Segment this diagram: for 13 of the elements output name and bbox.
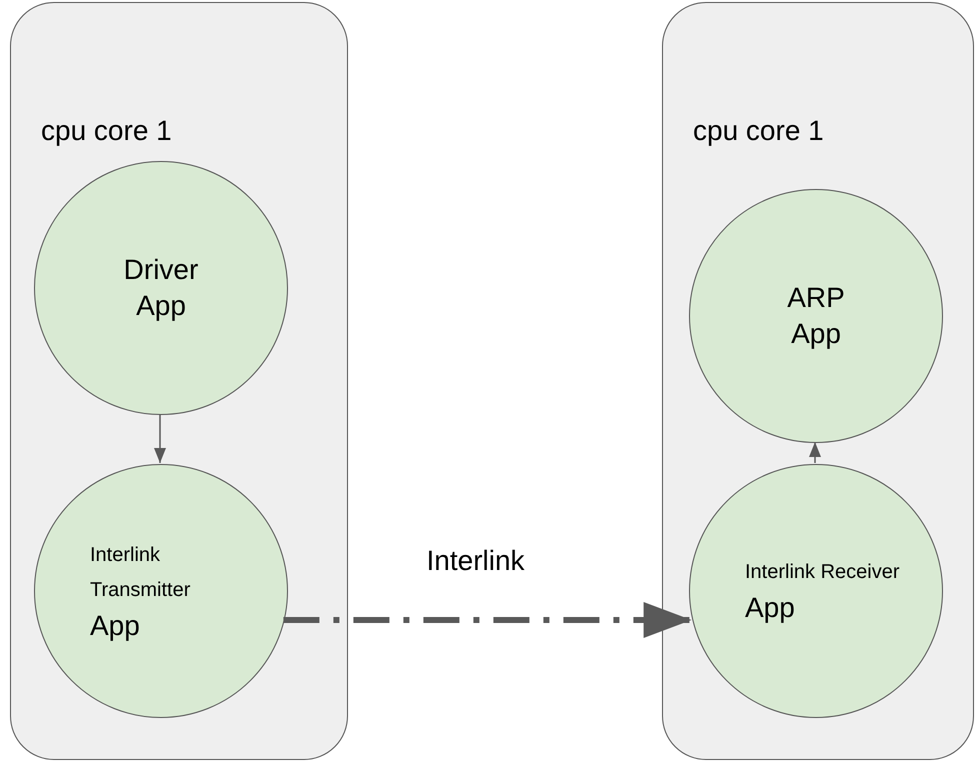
app-label: Interlink Receiver xyxy=(745,560,901,586)
app-label: ARP App xyxy=(786,280,846,351)
arrow xyxy=(809,442,821,463)
app-label: App xyxy=(745,591,796,626)
cpu-core-panel xyxy=(662,2,974,760)
panel-heading: cpu core 1 xyxy=(41,114,172,148)
cpu-core-panel xyxy=(10,2,348,760)
panel-heading: cpu core 1 xyxy=(693,114,824,148)
arrow xyxy=(283,602,692,638)
app-label: Driver App xyxy=(122,252,200,323)
arrow xyxy=(154,414,166,463)
app-label: Interlink Transmitter xyxy=(90,542,192,603)
app-label: App xyxy=(90,608,141,643)
